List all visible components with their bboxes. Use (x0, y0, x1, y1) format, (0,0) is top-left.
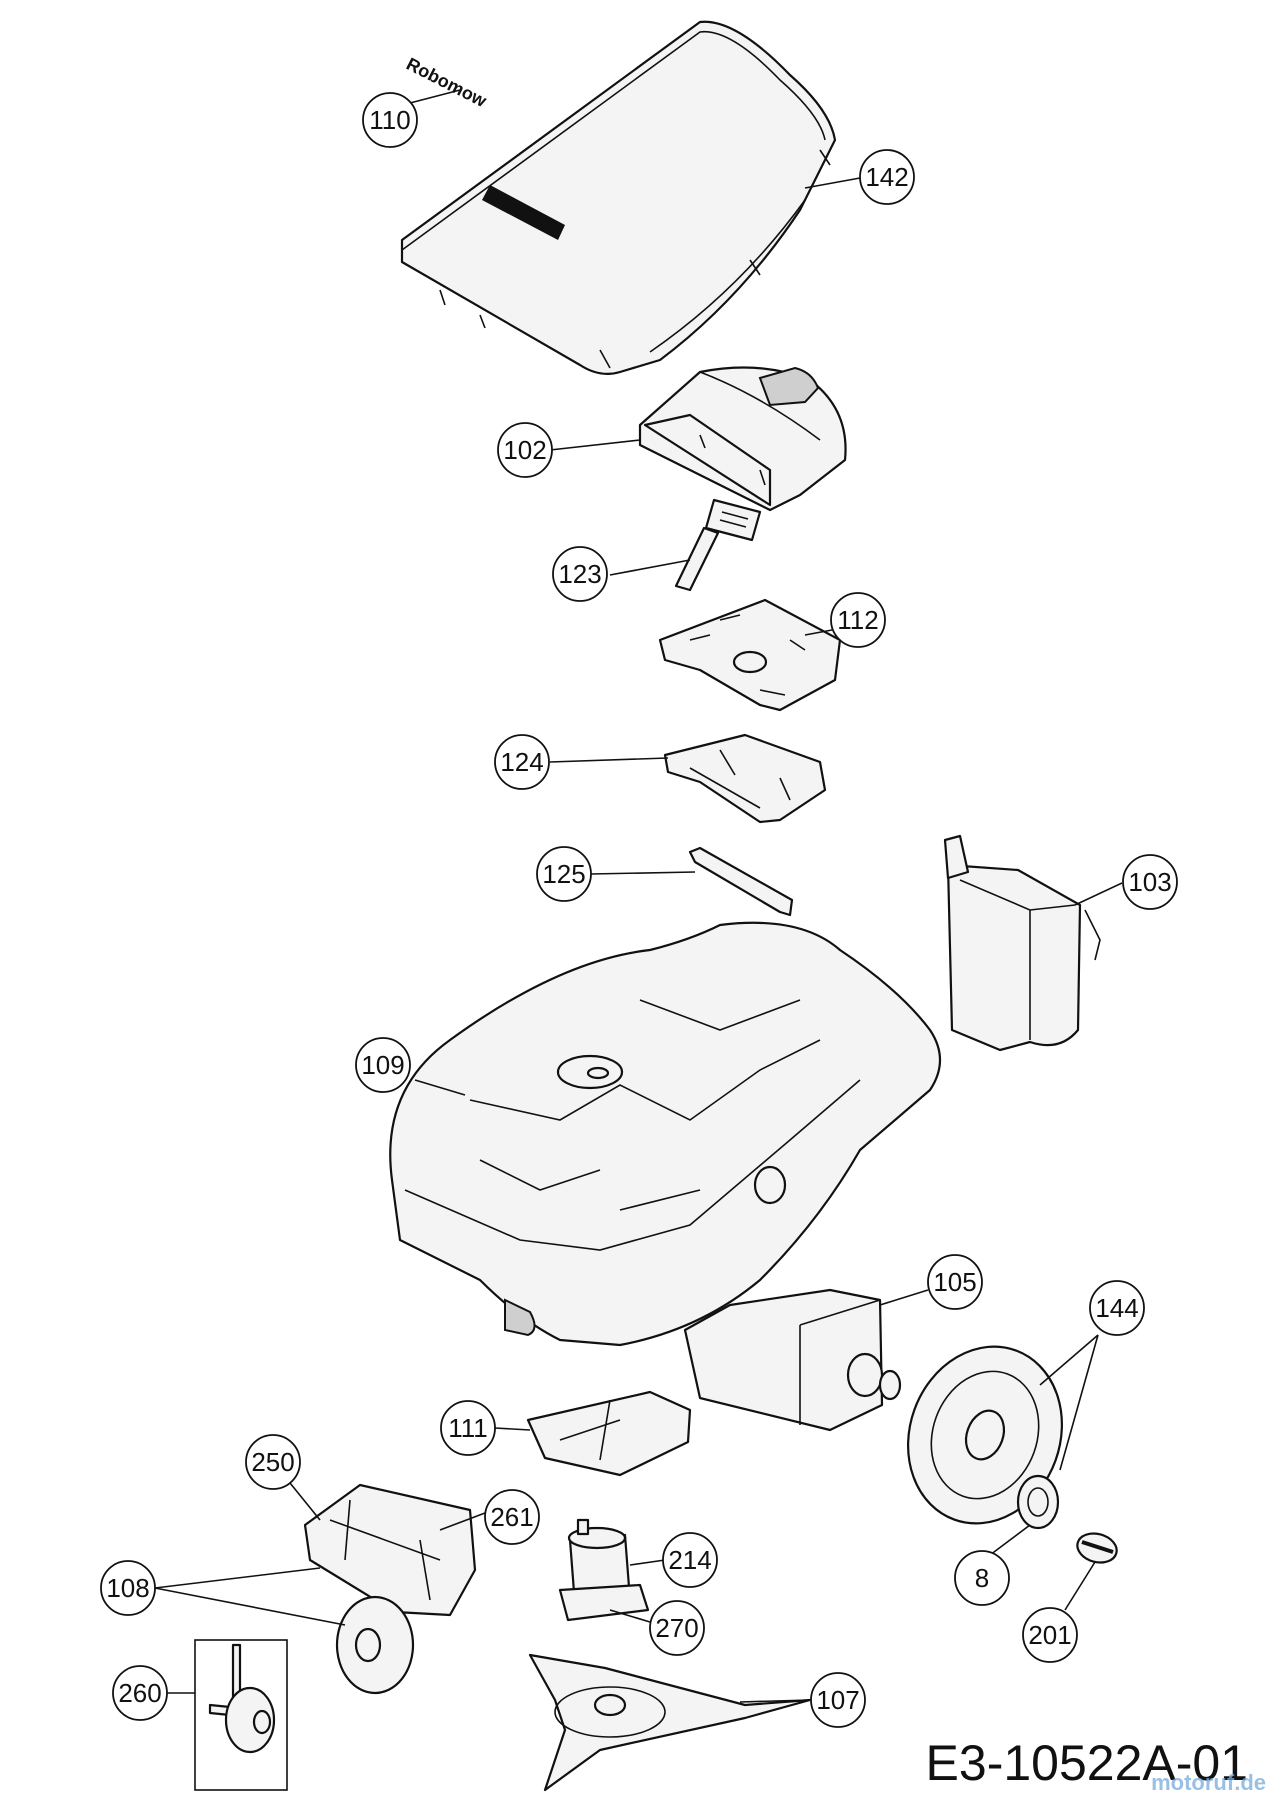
svg-text:124: 124 (500, 747, 543, 777)
callout-142: 142 (859, 149, 915, 205)
leader-124 (549, 757, 669, 763)
callout-107: 107 (810, 1672, 866, 1728)
svg-text:214: 214 (668, 1545, 711, 1575)
svg-text:8: 8 (975, 1563, 989, 1593)
leader-103 (1074, 882, 1123, 906)
callout-108: 108 (100, 1560, 156, 1616)
leader-108-a (154, 1567, 321, 1589)
leader-109 (414, 1079, 466, 1096)
cutting-blade-part (528, 1653, 812, 1792)
front-wheel-housing-part (303, 1483, 477, 1617)
svg-text:109: 109 (361, 1050, 404, 1080)
leader-142 (804, 177, 861, 189)
leader-105 (879, 1289, 929, 1306)
leader-144-b (1059, 1334, 1099, 1471)
callout-110: 110 (362, 92, 418, 148)
document-code: E3-10522A-01 (925, 1735, 1248, 1791)
ribbon-cable-part (674, 498, 762, 592)
svg-text:261: 261 (490, 1502, 533, 1532)
wheel-shaft-assembly-part (194, 1639, 288, 1791)
svg-text:123: 123 (558, 559, 601, 589)
display-housing-part (638, 366, 847, 512)
svg-text:112: 112 (837, 605, 878, 635)
circuit-board-part (658, 598, 842, 712)
svg-text:103: 103 (1128, 867, 1171, 897)
callout-270: 270 (649, 1600, 705, 1656)
front-bracket-part (526, 1390, 692, 1477)
callout-105: 105 (927, 1254, 983, 1310)
callout-103: 103 (1122, 854, 1178, 910)
svg-text:107: 107 (816, 1685, 859, 1715)
hub-cap-part (1016, 1474, 1060, 1530)
svg-text:125: 125 (542, 859, 585, 889)
svg-text:111: 111 (448, 1413, 488, 1443)
leader-144-a (1039, 1334, 1099, 1386)
svg-text:270: 270 (655, 1613, 698, 1643)
svg-text:Robomow: Robomow (403, 54, 490, 112)
robomow-cover-emblem (482, 185, 565, 240)
leader-123 (609, 559, 691, 576)
small-bar-part (688, 846, 794, 917)
leader-110 (409, 89, 461, 104)
blade-motor-part (558, 1518, 650, 1622)
callout-111: 111 (440, 1400, 496, 1456)
svg-text:142: 142 (865, 162, 908, 192)
leader-125 (589, 871, 696, 875)
leader-250 (289, 1482, 321, 1521)
leader-102 (549, 439, 641, 451)
callout-260: 260 (112, 1665, 168, 1721)
callout-250: 250 (245, 1434, 301, 1490)
svg-text:250: 250 (251, 1447, 294, 1477)
callout-201: 201 (1022, 1607, 1078, 1663)
svg-text:108: 108 (106, 1573, 149, 1603)
callout-109: 109 (355, 1037, 411, 1093)
leader-261 (439, 1512, 486, 1531)
svg-text:201: 201 (1028, 1620, 1071, 1650)
callout-214: 214 (662, 1532, 718, 1588)
callout-102: 102 (497, 422, 553, 478)
callout-125: 125 (536, 846, 592, 902)
svg-text:260: 260 (118, 1678, 161, 1708)
leader-270 (609, 1609, 651, 1623)
svg-text:105: 105 (933, 1267, 976, 1297)
front-ball-wheel-part (335, 1595, 415, 1695)
svg-text:110: 110 (369, 105, 410, 135)
svg-text:144: 144 (1095, 1293, 1138, 1323)
battery-box-part (943, 834, 1101, 1052)
robomow-top-logo: Robomow (403, 54, 490, 112)
leader-lines (154, 89, 1123, 1703)
watermark-text: motoruf.de (1151, 1770, 1266, 1795)
leader-201 (1064, 1561, 1096, 1611)
wheel-emblem-part (1076, 1532, 1118, 1564)
callout-123: 123 (552, 546, 608, 602)
drive-wheel-part (906, 1345, 1064, 1525)
leader-111 (494, 1427, 531, 1431)
callout-124: 124 (494, 734, 550, 790)
svg-text:102: 102 (503, 435, 546, 465)
top-cover-part (400, 20, 837, 375)
callout-261: 261 (484, 1489, 540, 1545)
callout-8: 8 (954, 1550, 1010, 1606)
leader-112 (804, 629, 833, 636)
callout-112: 112 (830, 592, 886, 648)
leader-108-b (154, 1587, 346, 1626)
main-chassis-part (389, 921, 941, 1347)
board-bracket-part (663, 733, 827, 824)
leader-214 (629, 1559, 666, 1566)
leader-107 (739, 1699, 811, 1703)
callout-144: 144 (1089, 1280, 1145, 1336)
leader-8 (989, 1524, 1031, 1556)
drive-motor-part (683, 1288, 902, 1432)
